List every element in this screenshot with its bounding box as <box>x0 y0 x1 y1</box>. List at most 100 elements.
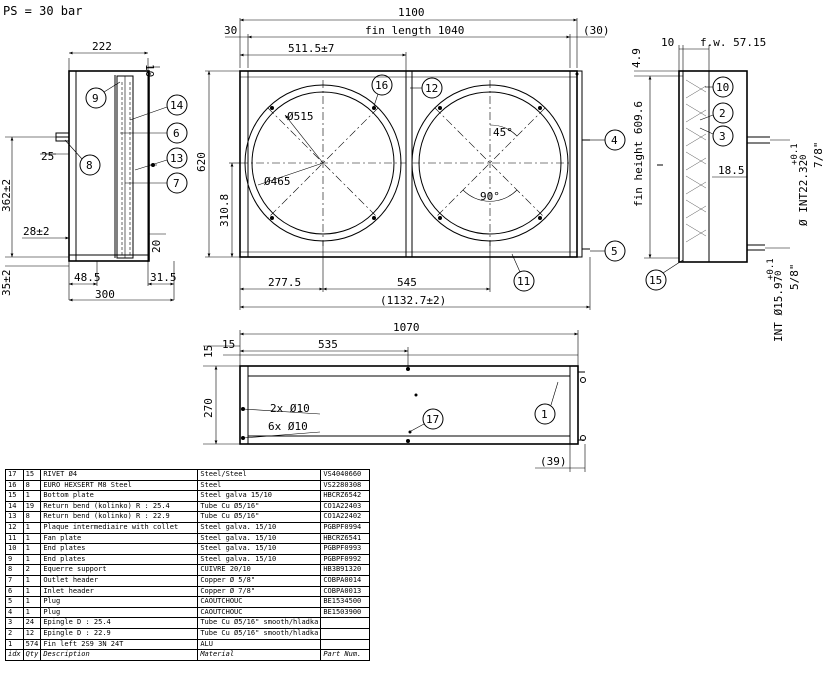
bom-cell: PGBPF0994 <box>320 521 371 534</box>
side-dim-10: 10 <box>143 64 156 77</box>
callout-7: 7 <box>173 177 180 190</box>
bom-cell: 7 <box>5 574 24 587</box>
bom-cell: 574 <box>22 638 42 651</box>
front-dim-465: Ø465 <box>264 175 291 188</box>
bottom-dim-39: (39) <box>540 455 567 468</box>
bom-cell: 3 <box>5 617 24 629</box>
callout-6: 6 <box>173 127 180 140</box>
bom-cell: Fan plate <box>40 532 199 545</box>
bom-cell: 8 <box>5 564 24 576</box>
right-dim-int22-tol2: 0 <box>799 155 809 160</box>
callout-12: 12 <box>425 82 438 95</box>
bom-cell: 15 <box>22 469 42 481</box>
side-dim-48: 48.5 <box>74 271 101 284</box>
callout-13: 13 <box>170 152 183 165</box>
bom-cell: ALU <box>197 638 322 651</box>
angle-45: 45° <box>493 126 513 139</box>
bom-cell: 2 <box>5 627 24 640</box>
bom-cell: CO1A22403 <box>320 500 371 513</box>
bom-cell: Return bend (kolinko) R : 25.4 <box>40 500 199 513</box>
bom-cell: 6 <box>5 585 24 598</box>
front-dim-515: Ø515 <box>287 110 314 123</box>
side-dim-300: 300 <box>95 288 115 301</box>
bom-cell: End plates <box>40 543 199 555</box>
right-view: 10 f.w. 57.15 4.9 fin height 609.6 18.5 … <box>630 36 825 342</box>
bom-cell: 8 <box>22 511 42 523</box>
bom-cell: 24 <box>22 617 42 629</box>
bom-cell: 1 <box>22 521 42 534</box>
bom-header-cell: Qty <box>22 649 42 661</box>
right-dim-4-9: 4.9 <box>630 48 643 68</box>
bom-cell: CAOUTCHOUC <box>197 596 322 608</box>
right-dim-7-8: 7/8" <box>812 142 825 169</box>
bom-cell: 1 <box>22 585 42 598</box>
side-dim-35: 35±2 <box>0 270 13 297</box>
bom-cell: 11 <box>5 532 24 545</box>
bom-cell: 15 <box>5 490 24 502</box>
bom-cell: Tube Cu Ø5/16" <box>197 500 322 513</box>
holes-6x: 6x Ø10 <box>268 420 308 433</box>
bom-cell: 1 <box>22 606 42 619</box>
bom-cell: 9 <box>5 553 24 566</box>
bom-cell: 2 <box>22 564 42 576</box>
callout-5: 5 <box>611 245 618 258</box>
bom-cell: 1 <box>22 532 42 545</box>
bom-cell: Equerre support <box>40 564 199 576</box>
right-dim-int15-tol: +0.1 <box>766 258 776 280</box>
bottom-dim-535: 535 <box>318 338 338 351</box>
side-dim-20: 20 <box>150 240 163 253</box>
bom-cell: Copper Ø 5/8" <box>197 574 322 587</box>
bottom-dim-15-v: 15 <box>202 345 215 358</box>
bom-cell: 1 <box>22 596 42 608</box>
bom-cell: COBPA0014 <box>320 574 371 587</box>
bom-cell: BE1503900 <box>320 606 371 619</box>
bom-cell: Steel <box>197 479 322 492</box>
bom-cell: Epingle D : 22.9 <box>40 627 199 640</box>
right-dim-fw: f.w. 57.15 <box>700 36 766 49</box>
bom-cell: Copper Ø 7/8" <box>197 585 322 598</box>
right-dim-fin-height: fin height 609.6 <box>632 101 645 207</box>
bom-cell: 12 <box>22 627 42 640</box>
front-dim-310: 310.8 <box>218 194 231 227</box>
side-dim-362: 362±2 <box>0 179 13 212</box>
callout-8: 8 <box>86 159 93 172</box>
pressure-note: PS = 30 bar <box>3 4 82 18</box>
bottom-view: 1070 535 15 15 270 2x Ø10 6x Ø10 (39) 1 … <box>202 321 586 472</box>
callout-9: 9 <box>92 92 99 105</box>
right-dim-10: 10 <box>661 36 674 49</box>
front-view: 45° 90° 1100 30 fin length 1040 (30) 511… <box>195 6 626 310</box>
bom-cell: 12 <box>5 521 24 534</box>
bom-cell: 10 <box>5 543 24 555</box>
bom-cell: Steel/Steel <box>197 469 322 481</box>
bom-cell: Steel galva. 15/10 <box>197 532 322 545</box>
right-dim-int22: Ø INT22.32 <box>797 160 810 226</box>
front-dim-620: 620 <box>195 152 208 172</box>
bottom-dim-270: 270 <box>202 398 215 418</box>
bom-cell: 1 <box>5 638 24 651</box>
bottom-dim-1070: 1070 <box>393 321 420 334</box>
bom-cell <box>320 638 371 651</box>
bom-cell: EURO HEXSERT M8 Steel <box>40 479 199 492</box>
front-dim-30-left: 30 <box>224 24 237 37</box>
right-dim-int22-tol: +0.1 <box>790 143 800 165</box>
bom-cell: CAOUTCHOUC <box>197 606 322 619</box>
bom-cell: Inlet header <box>40 585 199 598</box>
side-dim-28: 28±2 <box>23 225 50 238</box>
bottom-dim-15: 15 <box>222 338 235 351</box>
callout-11: 11 <box>517 275 530 288</box>
bom-cell: Steel galva. 15/10 <box>197 521 322 534</box>
bom-cell: Plug <box>40 606 199 619</box>
bom-cell: HB3B91320 <box>320 564 371 576</box>
bom-cell: 17 <box>5 469 24 481</box>
